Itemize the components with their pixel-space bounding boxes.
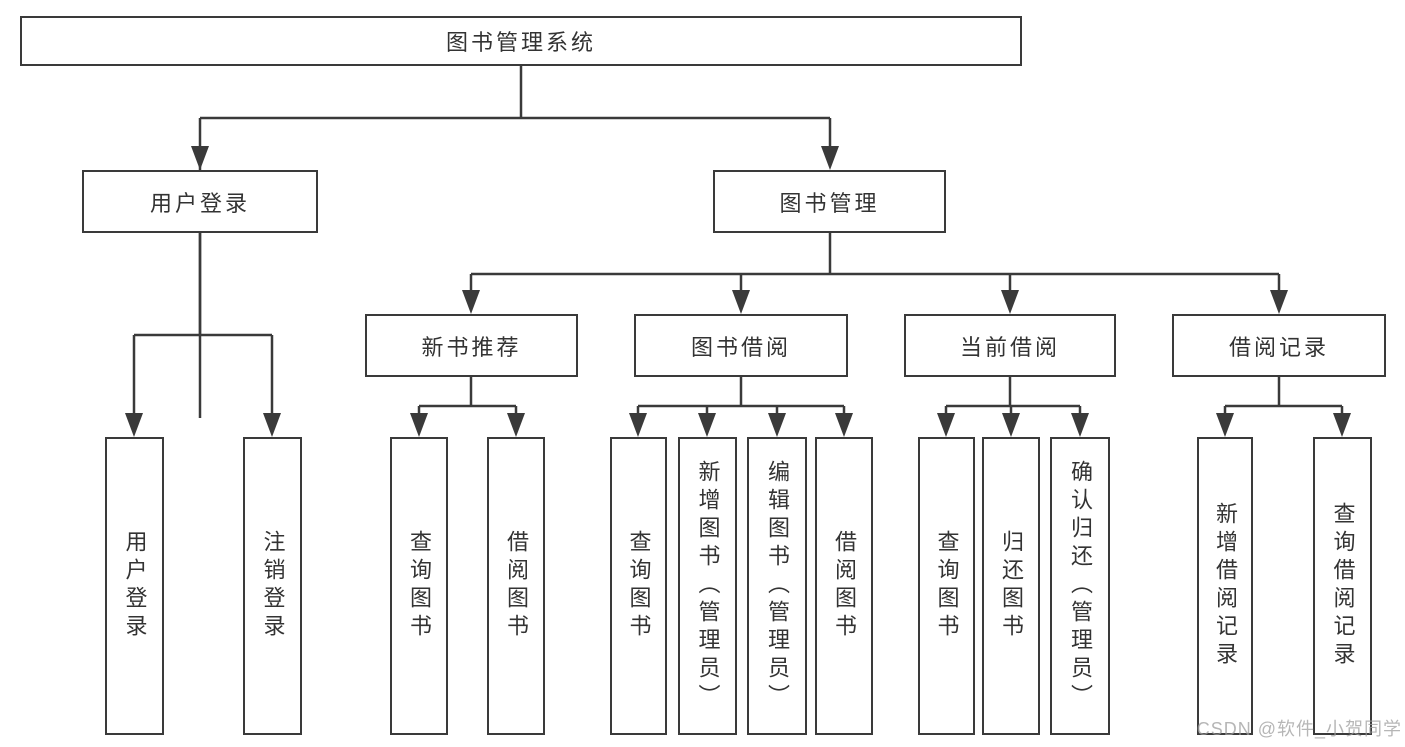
leaf-query-books-borrowing: 查询图书	[610, 437, 667, 735]
leaf-borrow-books-recommend: 借阅图书	[487, 437, 545, 735]
leaf-logout: 注销登录	[243, 437, 302, 735]
connectors-root	[198, 66, 832, 418]
arrowhead-icon	[507, 413, 525, 437]
connectors-borrowing-records	[1223, 377, 1344, 417]
node-current-borrowing: 当前借阅	[904, 314, 1116, 377]
connectors-current-borrowing	[944, 377, 1082, 417]
arrowhead-icon	[1002, 413, 1020, 437]
node-user-login: 用户登录	[82, 170, 318, 233]
arrowhead-icon	[462, 290, 480, 314]
arrowhead-icon	[1270, 290, 1288, 314]
arrowhead-icon	[732, 290, 750, 314]
arrowhead-icon	[1333, 413, 1351, 437]
arrowhead-icon	[191, 146, 209, 170]
node-book-management: 图书管理	[713, 170, 946, 233]
leaf-user-login: 用户登录	[105, 437, 164, 735]
arrowhead-icon	[1216, 413, 1234, 437]
leaf-query-books-current: 查询图书	[918, 437, 975, 735]
arrowhead-icon	[821, 146, 839, 170]
leaf-add-book-admin: 新增图书（管理员）	[678, 437, 737, 735]
arrowhead-icon	[125, 413, 143, 437]
node-book-borrowing: 图书借阅	[634, 314, 848, 377]
node-new-book-recommendation: 新书推荐	[365, 314, 578, 377]
arrowheads	[125, 146, 1351, 437]
arrowhead-icon	[1071, 413, 1089, 437]
connectors-book-management	[469, 233, 1281, 294]
leaf-confirm-return-admin: 确认归还（管理员）	[1050, 437, 1110, 735]
arrowhead-icon	[629, 413, 647, 437]
leaf-add-borrow-record: 新增借阅记录	[1197, 437, 1253, 735]
watermark: CSDN @软件_小贺同学	[1196, 719, 1402, 739]
arrowhead-icon	[768, 413, 786, 437]
leaf-edit-book-admin: 编辑图书（管理员）	[747, 437, 807, 735]
node-borrowing-records: 借阅记录	[1172, 314, 1386, 377]
connectors-user-login	[132, 233, 274, 417]
connectors-book-borrowing	[636, 377, 846, 417]
leaf-borrow-books-borrowing: 借阅图书	[815, 437, 873, 735]
arrowhead-icon	[1001, 290, 1019, 314]
node-root: 图书管理系统	[20, 16, 1022, 66]
arrowhead-icon	[937, 413, 955, 437]
arrowhead-icon	[410, 413, 428, 437]
connectors-new-book-recommendation	[417, 377, 518, 417]
leaf-query-books-recommend: 查询图书	[390, 437, 448, 735]
arrowhead-icon	[698, 413, 716, 437]
arrowhead-icon	[835, 413, 853, 437]
leaf-query-borrow-record: 查询借阅记录	[1313, 437, 1372, 735]
leaf-return-books: 归还图书	[982, 437, 1040, 735]
arrowhead-icon	[263, 413, 281, 437]
